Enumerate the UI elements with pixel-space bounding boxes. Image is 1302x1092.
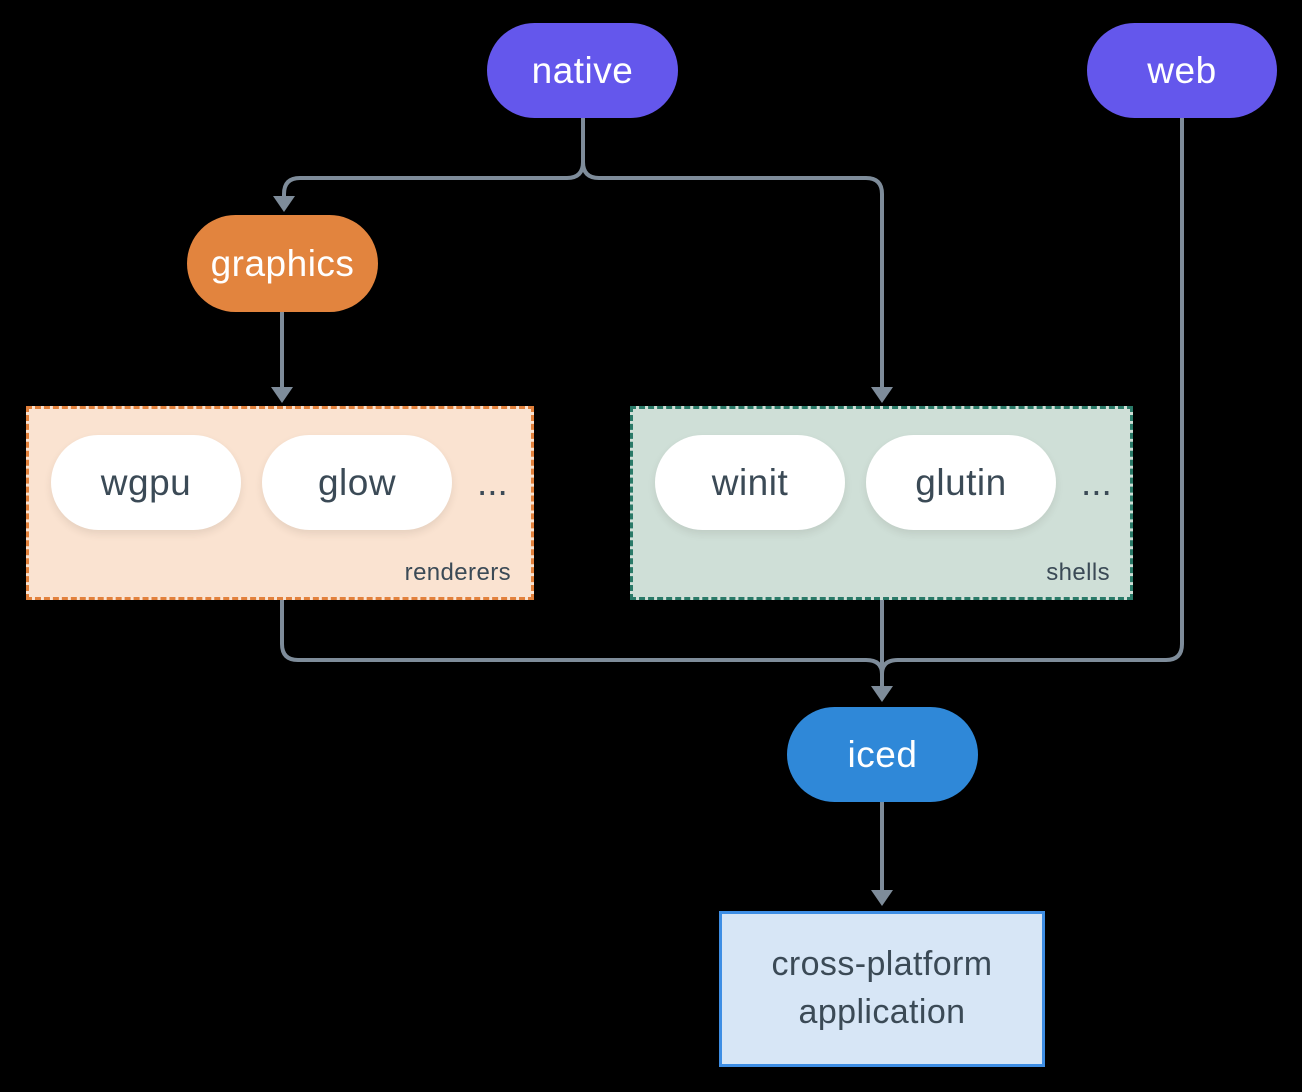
- renderers-ellipsis: ...: [477, 461, 508, 503]
- node-glow: glow: [262, 435, 452, 530]
- node-wgpu: wgpu: [51, 435, 241, 530]
- group-shells-items: winit glutin ...: [655, 435, 1112, 530]
- group-shells: winit glutin ... shells: [630, 406, 1133, 600]
- node-cross-platform-application: cross-platform application: [719, 911, 1045, 1067]
- arrowhead-iced: [871, 686, 893, 702]
- connector-native-graphics: [282, 118, 585, 197]
- node-glow-label: glow: [317, 461, 397, 503]
- node-application-label: cross-platform application: [771, 945, 993, 1031]
- node-web: web: [1087, 23, 1277, 118]
- arrowhead-application: [871, 890, 893, 906]
- group-shells-label: shells: [1046, 559, 1110, 586]
- node-iced: iced: [787, 707, 978, 802]
- shells-ellipsis: ...: [1081, 461, 1112, 503]
- connector-renderers-merge: [280, 600, 884, 687]
- group-renderers: wgpu glow ... renderers: [26, 406, 534, 600]
- node-winit-label: winit: [711, 461, 789, 503]
- arrowhead-graphics: [273, 196, 295, 212]
- connector-web-merge: [880, 118, 1184, 687]
- node-web-label: web: [1147, 49, 1217, 91]
- arrowhead-renderers: [271, 387, 293, 403]
- node-glutin: glutin: [866, 435, 1056, 530]
- node-graphics: graphics: [187, 215, 378, 312]
- node-graphics-label: graphics: [210, 242, 355, 284]
- arrowhead-shells: [871, 387, 893, 403]
- group-renderers-label: renderers: [404, 559, 511, 586]
- node-native-label: native: [531, 49, 634, 91]
- group-renderers-items: wgpu glow ...: [51, 435, 508, 530]
- node-glutin-label: glutin: [915, 461, 1007, 503]
- connector-native-shells: [581, 161, 884, 388]
- node-iced-label: iced: [847, 733, 918, 775]
- node-winit: winit: [655, 435, 845, 530]
- node-native: native: [487, 23, 678, 118]
- node-wgpu-label: wgpu: [100, 461, 192, 503]
